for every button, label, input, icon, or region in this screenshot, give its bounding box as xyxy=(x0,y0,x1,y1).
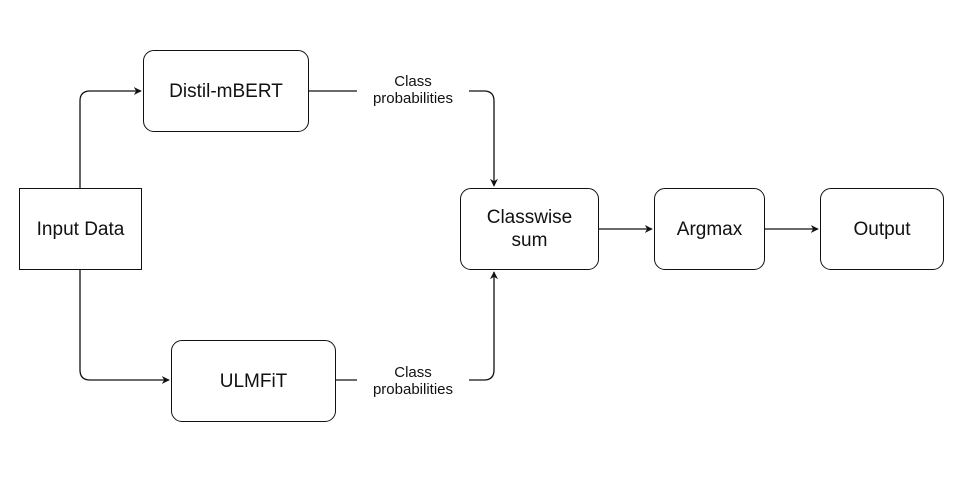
distil-mbert-node: Distil-mBERT xyxy=(143,50,309,132)
edge-label-ulmfit-class-probabilities: Class probabilities xyxy=(357,364,469,398)
classwise-sum-label-line-1: Classwise xyxy=(486,207,573,228)
input-data-label: Input Data xyxy=(36,218,125,240)
edge-label-ulmfit-line-2: probabilities xyxy=(372,381,454,398)
edge-label-mbert-line-1: Class xyxy=(394,73,432,90)
classwise-sum-label: Classwise sum xyxy=(487,206,573,252)
ulmfit-node: ULMFiT xyxy=(171,340,336,422)
edge-input-to-distil-mbert xyxy=(79,87,142,188)
classwise-sum-node: Classwise sum xyxy=(460,188,599,270)
edge-distil-mbert-to-classwise-sum xyxy=(309,90,498,187)
output-label: Output xyxy=(853,218,911,240)
edge-input-to-ulmfit xyxy=(79,270,170,384)
output-node: Output xyxy=(820,188,944,270)
classwise-sum-label-line-2: sum xyxy=(511,230,548,251)
edge-ulmfit-to-classwise-sum xyxy=(336,271,498,381)
edge-label-mbert-line-2: probabilities xyxy=(372,90,454,107)
input-data-node: Input Data xyxy=(19,188,142,270)
edge-label-mbert-class-probabilities: Class probabilities xyxy=(357,73,469,107)
distil-mbert-label: Distil-mBERT xyxy=(169,80,283,102)
ulmfit-label: ULMFiT xyxy=(219,370,288,392)
argmax-label: Argmax xyxy=(676,218,743,240)
edge-label-ulmfit-line-1: Class xyxy=(394,364,432,381)
argmax-node: Argmax xyxy=(654,188,765,270)
